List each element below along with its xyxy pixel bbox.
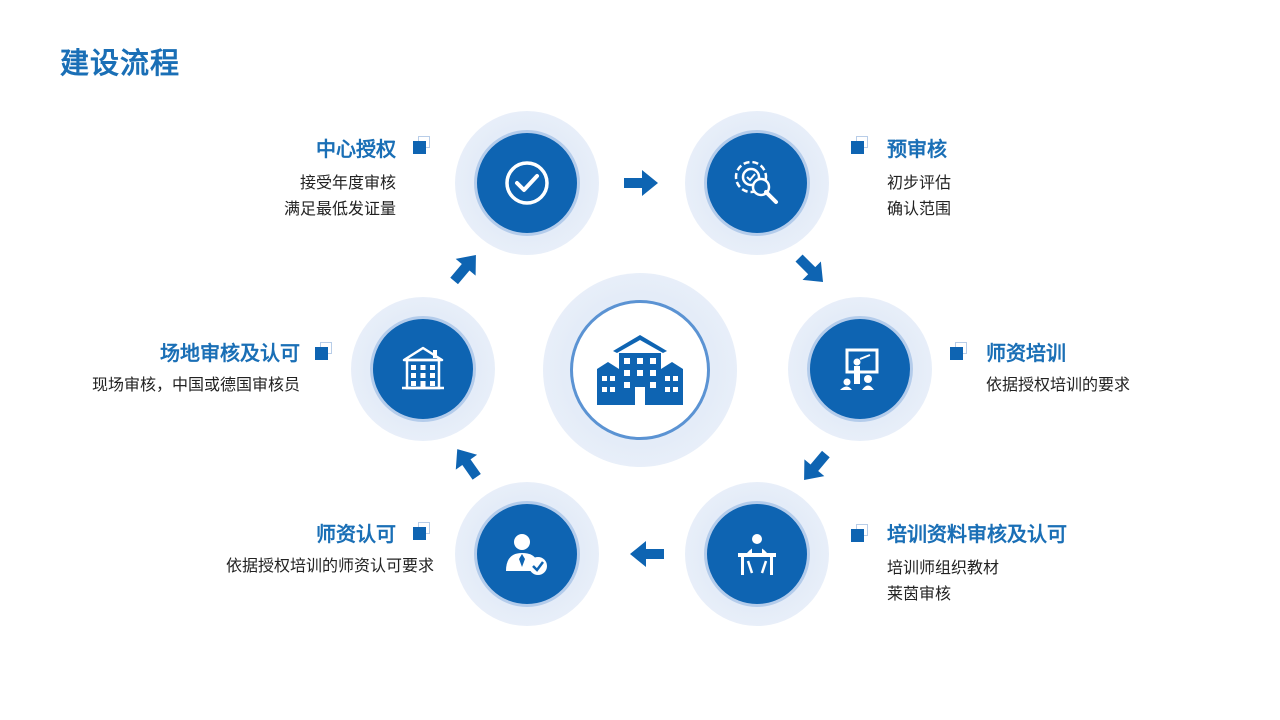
center-circle [570, 300, 710, 440]
school-building-icon [597, 335, 683, 405]
step-label-teacher-training: 师资培训 依据授权培训的要求 [986, 340, 1130, 398]
arrow-up-left-icon [455, 449, 481, 480]
check-circle-icon [505, 161, 549, 205]
step-label-material-review: 培训资料审核及认可 培训师组织教材 莱茵审核 [887, 521, 1067, 607]
arrow-left-icon [630, 541, 664, 567]
step-marker [413, 136, 430, 157]
step-circle [704, 130, 810, 236]
person-desk-icon [738, 534, 776, 575]
page-title: 建设流程 [60, 46, 181, 80]
step-circle [807, 316, 913, 422]
step-marker [851, 136, 868, 157]
step-desc-line: 培训师组织教材 [887, 558, 1000, 577]
step-label-authorization: 中心授权 接受年度审核 满足最低发证量 [284, 136, 396, 222]
step-circle [474, 130, 580, 236]
step-desc-line: 满足最低发证量 [283, 199, 396, 218]
arrow-right-icon [624, 170, 658, 196]
arrow-down-right-icon [795, 254, 824, 283]
step-label-site-audit: 场地审核及认可 现场审核，中国或德国审核员 [92, 340, 300, 398]
step-label-teacher-approval: 师资认可 依据授权培训的师资认可要求 [226, 521, 434, 579]
teacher-board-icon [840, 348, 879, 390]
step-title: 师资培训 [986, 341, 1066, 365]
step-title: 师资认可 [316, 522, 396, 546]
step-desc-line: 接受年度审核 [299, 173, 396, 192]
step-circle [474, 501, 580, 607]
step-desc-line: 现场审核，中国或德国审核员 [91, 375, 300, 394]
step-title: 场地审核及认可 [160, 341, 300, 365]
step-title: 预审核 [887, 137, 947, 161]
step-circle [370, 316, 476, 422]
step-desc-line: 依据授权培训的要求 [986, 375, 1131, 394]
step-marker [413, 522, 430, 543]
gear-search-icon [734, 160, 778, 204]
step-desc-line: 依据授权培训的师资认可要求 [225, 556, 434, 575]
building-icon [402, 346, 444, 390]
step-circle [704, 501, 810, 607]
arrow-down-left-icon [804, 450, 830, 481]
step-label-pre-audit: 预审核 初步评估 确认范围 [887, 136, 951, 222]
arrow-up-right-icon [450, 254, 476, 285]
step-marker [851, 524, 868, 545]
step-marker [950, 342, 967, 363]
user-approved-icon [506, 534, 547, 575]
step-desc-line: 确认范围 [887, 199, 952, 218]
step-title: 中心授权 [316, 137, 396, 161]
step-desc-line: 莱茵审核 [887, 584, 952, 603]
step-desc-line: 初步评估 [887, 173, 952, 192]
step-title: 培训资料审核及认可 [887, 522, 1067, 546]
step-marker [315, 342, 332, 363]
